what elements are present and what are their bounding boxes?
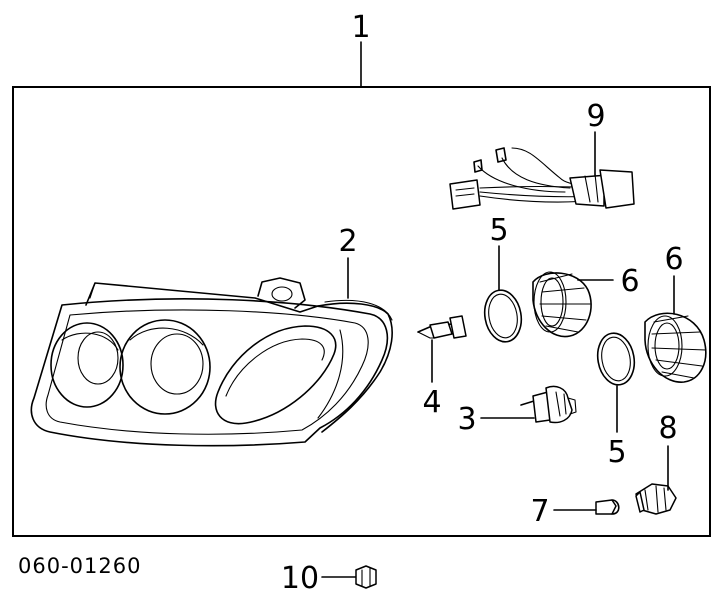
- o-ring-upper: [483, 289, 523, 343]
- callout-1: 1: [351, 10, 370, 45]
- headlamp-housing: [30, 277, 393, 447]
- callout-9: 9: [586, 99, 605, 134]
- wedge-bulb: [595, 499, 620, 515]
- callout-6-lower: 6: [664, 242, 683, 277]
- o-ring-lower: [596, 332, 636, 386]
- headlamp-bulb: [520, 385, 577, 424]
- socket-cover-lower: [644, 312, 707, 383]
- wiring-harness: [449, 147, 635, 210]
- callout-2: 2: [338, 224, 357, 259]
- bulb-socket: [635, 483, 677, 515]
- callout-3: 3: [457, 402, 476, 437]
- callout-5-lower: 5: [607, 435, 626, 470]
- callout-8: 8: [658, 411, 677, 446]
- callout-4: 4: [422, 385, 441, 420]
- callout-6-upper: 6: [620, 264, 639, 299]
- clip-nut: [355, 565, 377, 589]
- diagram-code: 060-01260: [18, 554, 141, 578]
- callout-10: 10: [281, 561, 319, 596]
- callout-5-upper: 5: [489, 213, 508, 248]
- marker-bulb: [417, 315, 467, 339]
- socket-cover-upper: [532, 271, 592, 338]
- callout-7: 7: [530, 494, 549, 529]
